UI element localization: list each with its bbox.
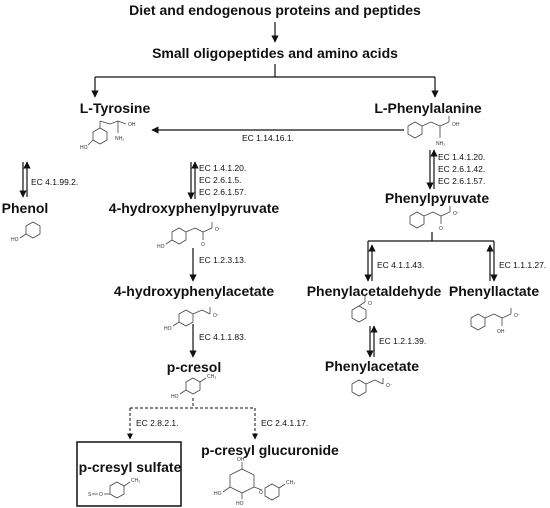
label-pcs-ch3: CH₃: [131, 478, 140, 484]
ec-hpa-pcresol: EC 4.1.1.83.: [199, 332, 246, 342]
structure-phenol: [19, 221, 41, 239]
structure-l-tyrosine: [87, 120, 127, 146]
node-phenylacetaldehyde: Phenylacetaldehyde: [307, 283, 442, 299]
label-hpp-o-minus: O⁻: [215, 227, 222, 233]
label-pl-o-minus: O⁻: [514, 313, 521, 319]
label-pcg-ch3: CH₃: [286, 480, 295, 486]
highlight-box-p-cresyl-sulfate: [76, 441, 182, 507]
structure-p-cresyl-glucuronide: [222, 462, 286, 501]
label-pcresol-ho: HO: [171, 394, 179, 400]
label-tyrosine-oh: OH: [128, 122, 136, 128]
ec-tyr-hpp-1: EC 1.4.1.20.: [199, 163, 246, 173]
label-phenol-ho: HO: [11, 237, 19, 243]
structure-phenylpyruvate: [409, 206, 451, 229]
structure-p-cresol: [179, 377, 207, 395]
node-l-tyrosine: L-Tyrosine: [80, 100, 151, 116]
ec-phe-pp-2: EC 2.6.1.42.: [438, 164, 485, 174]
node-l-phenylalanine: L-Phenylalanine: [374, 100, 482, 116]
node-phenol: Phenol: [2, 200, 49, 216]
structure-phenylacetaldehyde: [351, 296, 367, 323]
ec-phe-pp-3: EC 2.6.1.57.: [438, 176, 485, 186]
label-pcg-oh: OH: [237, 457, 245, 463]
node-p-cresyl-glucuronide: p-cresyl glucuronide: [201, 442, 339, 458]
label-hpa-o-minus: O⁻: [213, 313, 220, 319]
label-hpa-ho: HO: [164, 326, 172, 332]
ec-phe-to-tyr: EC 1.14.16.1.: [242, 133, 294, 143]
label-hpp-o: O: [201, 242, 205, 248]
node-diet: Diet and endogenous proteins and peptide…: [129, 2, 421, 18]
label-pa-o-minus: O⁻: [386, 383, 393, 389]
node-phenyllactate: Phenyllactate: [449, 283, 539, 299]
structure-4-hydroxyphenylacetate: [172, 307, 211, 327]
ec-phe-pp-1: EC 1.4.1.20.: [438, 152, 485, 162]
node-phenylpyruvate: Phenylpyruvate: [385, 190, 489, 206]
node-p-cresol: p-cresol: [167, 359, 221, 375]
structure-p-cresyl-sulfate: [92, 481, 131, 499]
label-pcg-ho-1: HO: [214, 491, 222, 497]
label-pcs-s: S: [88, 492, 92, 498]
node-4-hydroxyphenylpyruvate: 4-hydroxyphenylpyruvate: [109, 200, 280, 216]
label-pl-oh: OH: [497, 329, 505, 335]
label-pcg-ho-2: HO: [236, 501, 244, 507]
label-hpp-ho: HO: [157, 244, 165, 250]
ec-pp-pad: EC 4.1.1.43.: [377, 260, 424, 270]
ec-tyr-phenol: EC 4.1.99.2.: [31, 177, 78, 187]
ec-pp-pl: EC 1.1.1.27.: [499, 260, 546, 270]
label-pcg-o: O: [259, 490, 263, 496]
structure-phenyllactate: [470, 308, 512, 331]
node-p-cresyl-sulfate: p-cresyl sulfate: [79, 459, 182, 475]
label-pcs-o: O: [99, 492, 103, 498]
label-pcresol-ch3: CH₃: [207, 374, 216, 380]
ec-pad-pa: EC 1.2.1.39.: [379, 336, 426, 346]
ec-pcresol-pcg: EC 2.4.1.17.: [261, 418, 308, 428]
label-pp-o: O: [439, 226, 443, 232]
ec-tyr-hpp-2: EC 2.6.1.5.: [199, 175, 242, 185]
structure-4-hydroxyphenylpyruvate: [165, 222, 213, 245]
label-phenylalanine-oh: OH: [452, 122, 460, 128]
ec-pcresol-pcs: EC 2.8.2.1.: [136, 418, 179, 428]
node-small-oligopeptides: Small oligopeptides and amino acids: [152, 45, 398, 61]
ec-hpp-hpa: EC 1.2.3.13.: [199, 255, 246, 265]
structure-l-phenylalanine: [407, 116, 450, 139]
ec-tyr-hpp-3: EC 2.6.1.57.: [199, 187, 246, 197]
label-phenylalanine-nh2: NH₂: [436, 141, 445, 147]
label-pad-o: O: [368, 301, 372, 307]
structure-phenylacetate: [351, 378, 384, 397]
label-tyrosine-ho: HO: [80, 145, 88, 151]
label-pp-o-minus: O⁻: [453, 211, 460, 217]
node-phenylacetate: Phenylacetate: [325, 358, 419, 374]
node-4-hydroxyphenylacetate: 4-hydroxyphenylacetate: [114, 283, 274, 299]
label-tyrosine-nh2: NH₂: [115, 136, 124, 142]
